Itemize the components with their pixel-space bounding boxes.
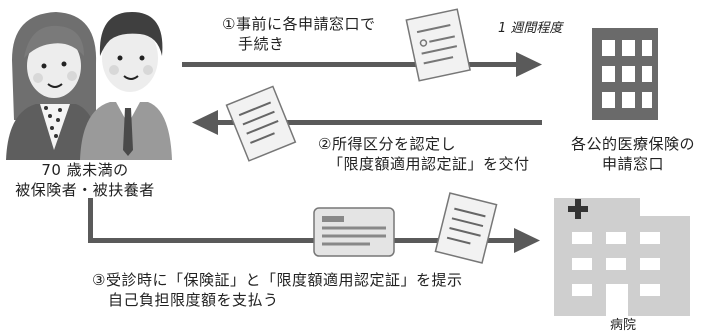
patient-line2: 被保険者・被扶養者 bbox=[15, 181, 155, 199]
document-icon bbox=[434, 192, 498, 264]
hospital-icon bbox=[554, 198, 690, 316]
insurance-card-icon bbox=[313, 207, 395, 257]
step1-line1: ①事前に各申請窓口で bbox=[222, 15, 376, 33]
patient-line1: 70 歳未満の bbox=[41, 161, 129, 179]
period-note: 1 週間程度 bbox=[498, 21, 563, 36]
step2-line2: 「限度額適用認定証」を交付 bbox=[328, 155, 530, 173]
step3-line2: 自己負担限度額を支払う bbox=[108, 291, 279, 309]
patient-label: 70 歳未満の 被保険者・被扶養者 bbox=[10, 160, 160, 200]
arrow-step1 bbox=[182, 52, 542, 77]
step2-line1: ②所得区分を認定し bbox=[318, 135, 456, 153]
office-building-icon bbox=[592, 28, 658, 120]
hospital-label: 病院 bbox=[609, 318, 636, 333]
step1-label: ①事前に各申請窓口で 手続き bbox=[222, 14, 375, 54]
document-icon bbox=[405, 8, 471, 82]
insurer-label: 各公的医療保険の 申請窓口 bbox=[568, 134, 698, 174]
step3-label: ③受診時に「保険証」と「限度額適用認定証」を提示 自己負担限度額を支払う bbox=[92, 270, 462, 310]
insurer-line2: 申請窓口 bbox=[601, 155, 664, 173]
arrow-step2 bbox=[192, 110, 542, 135]
document-icon bbox=[225, 85, 297, 162]
step3-line1: ③受診時に「保険証」と「限度額適用認定証」を提示 bbox=[92, 271, 463, 289]
step2-label: ②所得区分を認定し 「限度額適用認定証」を交付 bbox=[318, 134, 530, 174]
step1-line2: 手続き bbox=[238, 35, 285, 53]
couple-illustration bbox=[6, 12, 172, 160]
arrow-step3 bbox=[88, 198, 540, 253]
insurer-line1: 各公的医療保険の bbox=[570, 135, 695, 153]
